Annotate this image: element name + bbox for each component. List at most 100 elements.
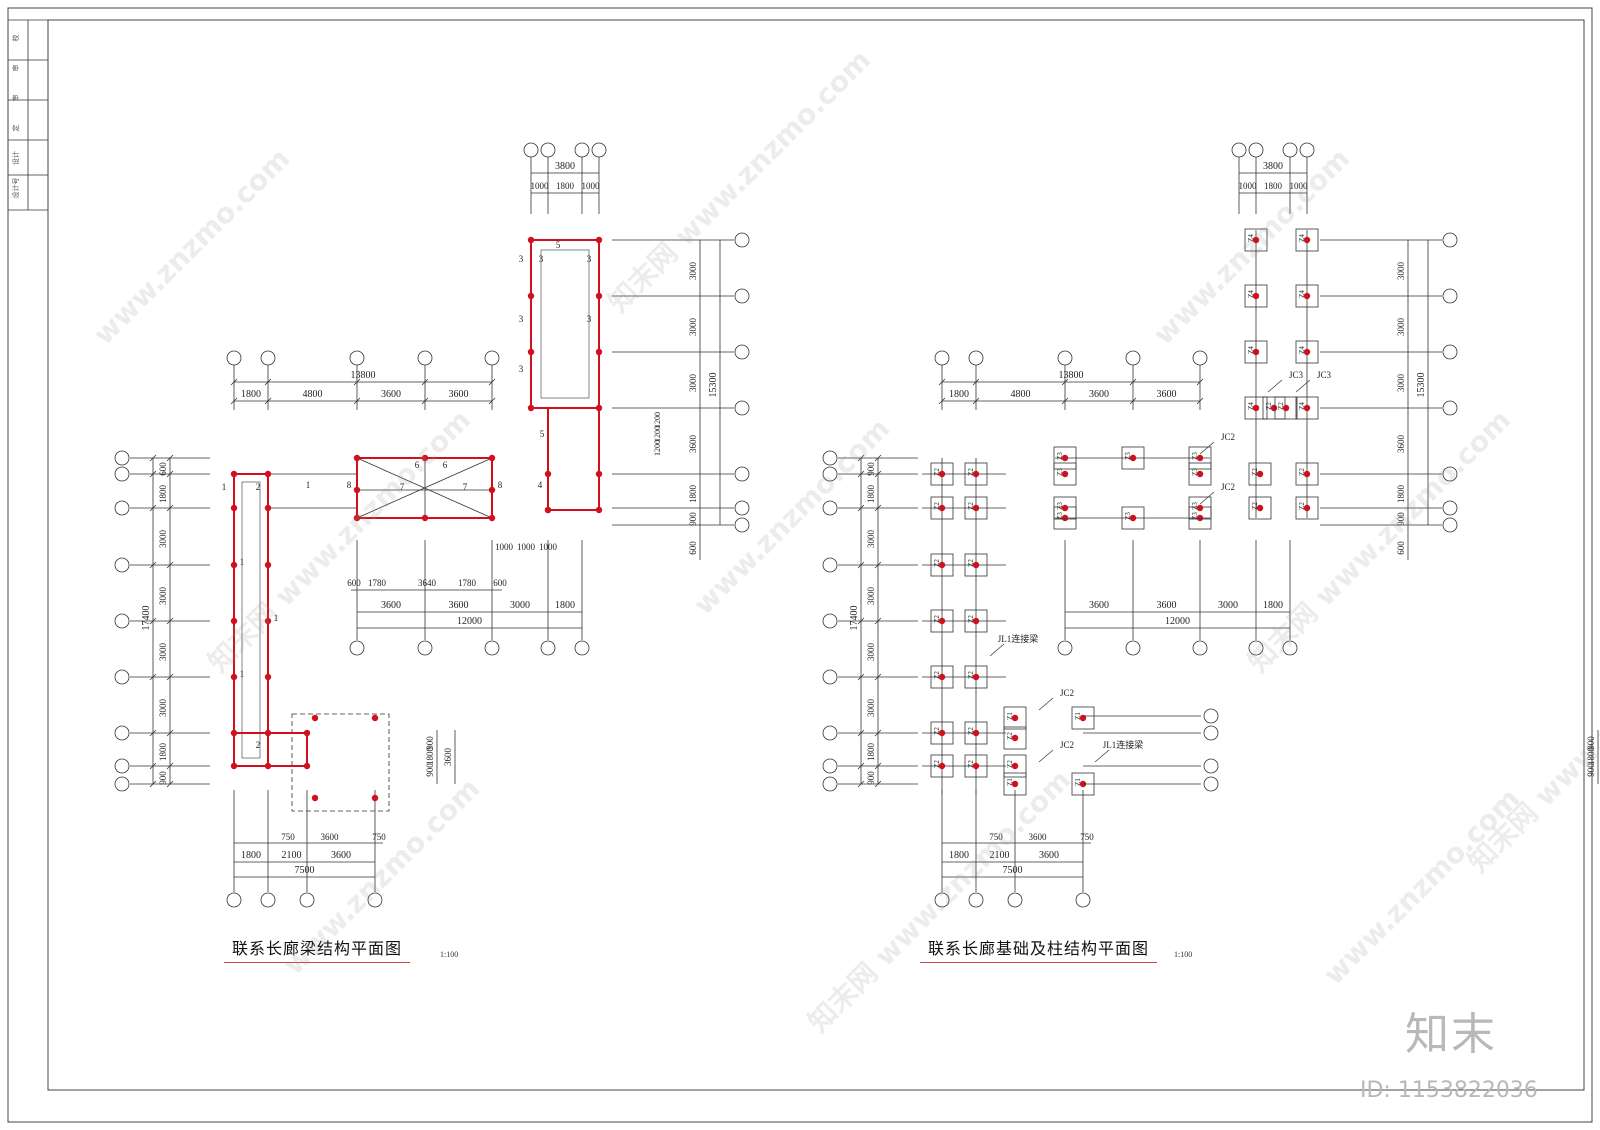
axis-bubble — [114, 776, 130, 792]
title-block-label: 设计 — [11, 151, 20, 165]
title-block-label: 审 — [11, 95, 20, 102]
beam-mark: 2 — [256, 482, 261, 492]
dim-tick — [857, 762, 865, 770]
column-dot — [371, 794, 379, 802]
dim-tick — [938, 378, 946, 386]
column-dot — [1303, 504, 1311, 512]
bottom-total-dim: 12000 — [457, 616, 482, 627]
dim-tick — [1061, 378, 1069, 386]
footing-pad — [930, 609, 954, 633]
dim-tick — [230, 397, 238, 405]
axis-bubble — [822, 758, 838, 774]
beam-mark: 7 — [400, 482, 405, 492]
dim-tick — [149, 470, 157, 478]
mid-dim: 1780 — [368, 578, 387, 588]
column-dot — [1303, 292, 1311, 300]
dim-tick — [166, 617, 174, 625]
axis-bubble — [1007, 892, 1023, 908]
axis-bubble — [822, 669, 838, 685]
axis-bubble — [822, 613, 838, 629]
axis-bubble — [1203, 708, 1219, 724]
column-tag: Z4 — [1298, 290, 1306, 298]
axis-bubble — [114, 500, 130, 516]
column-dot — [1196, 454, 1204, 462]
column-dot — [595, 236, 603, 244]
column-dot — [488, 514, 496, 522]
axis-bubble — [574, 640, 590, 656]
footing-pad — [1295, 496, 1319, 520]
column-tag: Z4 — [1247, 402, 1255, 410]
dim-tick — [421, 378, 429, 386]
beam-mark: 8 — [498, 480, 503, 490]
footing-pad — [1188, 446, 1212, 470]
dim-tick — [857, 504, 865, 512]
column-dot — [264, 561, 272, 569]
mid-dim: 1780 — [458, 578, 477, 588]
column-dot — [230, 470, 238, 478]
column-dot — [938, 470, 946, 478]
column-dot — [264, 504, 272, 512]
beam-mark: 3 — [519, 314, 524, 324]
dim-tick — [1129, 397, 1137, 405]
footing-pad — [930, 754, 954, 778]
spacing-dim: 1000 — [495, 542, 514, 552]
column-dot — [938, 762, 946, 770]
spacing-dim: 1000 — [539, 542, 558, 552]
dim-tick — [166, 673, 174, 681]
axis-bubble — [417, 640, 433, 656]
bottom-dim: 3000 — [1218, 600, 1238, 611]
dim-tick — [149, 454, 157, 462]
lower-dim-b: 3600 — [331, 850, 351, 861]
title-block-label: 定 — [11, 125, 20, 132]
column-dot — [1061, 504, 1069, 512]
footing-pad — [964, 721, 988, 745]
column-tag: Z4 — [1298, 346, 1306, 354]
dim-tick — [874, 729, 882, 737]
dim-tick — [149, 780, 157, 788]
column-tag: Z3 — [1191, 512, 1199, 520]
lower-dim-a: 3600 — [1029, 832, 1048, 842]
dim-tick — [874, 673, 882, 681]
dim-tick — [149, 673, 157, 681]
lower-dim-a: 750 — [989, 832, 1003, 842]
inner-border — [47, 19, 1585, 1091]
column-tag: Z4 — [1247, 234, 1255, 242]
column-dot — [353, 514, 361, 522]
footing-pad — [1121, 446, 1145, 470]
column-tag: Z2 — [1006, 760, 1014, 768]
column-dot — [595, 470, 603, 478]
footing-pad — [1244, 284, 1268, 308]
axis-bubble — [1282, 640, 1298, 656]
small-dim: 1200 — [653, 426, 662, 442]
footing-pad — [1003, 754, 1027, 778]
callout-label: JC2 — [1060, 740, 1074, 750]
pad-dim: 1800 — [1586, 747, 1596, 766]
right-dim: 3600 — [688, 435, 698, 454]
dim-tick — [166, 454, 174, 462]
column-dot — [264, 762, 272, 770]
column-tag: Z3 — [1056, 452, 1064, 460]
axis-bubble — [591, 142, 607, 158]
column-dot — [1252, 348, 1260, 356]
dim-tick — [149, 729, 157, 737]
column-dot — [527, 404, 535, 412]
pad-dim: 900 — [425, 763, 435, 777]
small-dim: 1200 — [653, 412, 662, 428]
column-tag: Z1 — [1006, 712, 1014, 720]
left-dim: 1800 — [866, 485, 876, 504]
column-dot — [230, 504, 238, 512]
callout-leader — [1199, 441, 1215, 455]
brand-id: ID: 1153822036 — [1360, 1078, 1538, 1103]
column-tag: Z2 — [933, 760, 941, 768]
beam-mark: 1 — [222, 482, 227, 492]
column-tag: Z2 — [1298, 502, 1306, 510]
footing-pad — [930, 462, 954, 486]
right-total-dim: 15300 — [1416, 373, 1427, 398]
left-dim: 3000 — [158, 643, 168, 662]
footing-pad — [964, 496, 988, 520]
column-tag: Z2 — [1251, 468, 1259, 476]
column-dot — [1196, 504, 1204, 512]
axis-bubble — [226, 892, 242, 908]
column-dot — [595, 292, 603, 300]
